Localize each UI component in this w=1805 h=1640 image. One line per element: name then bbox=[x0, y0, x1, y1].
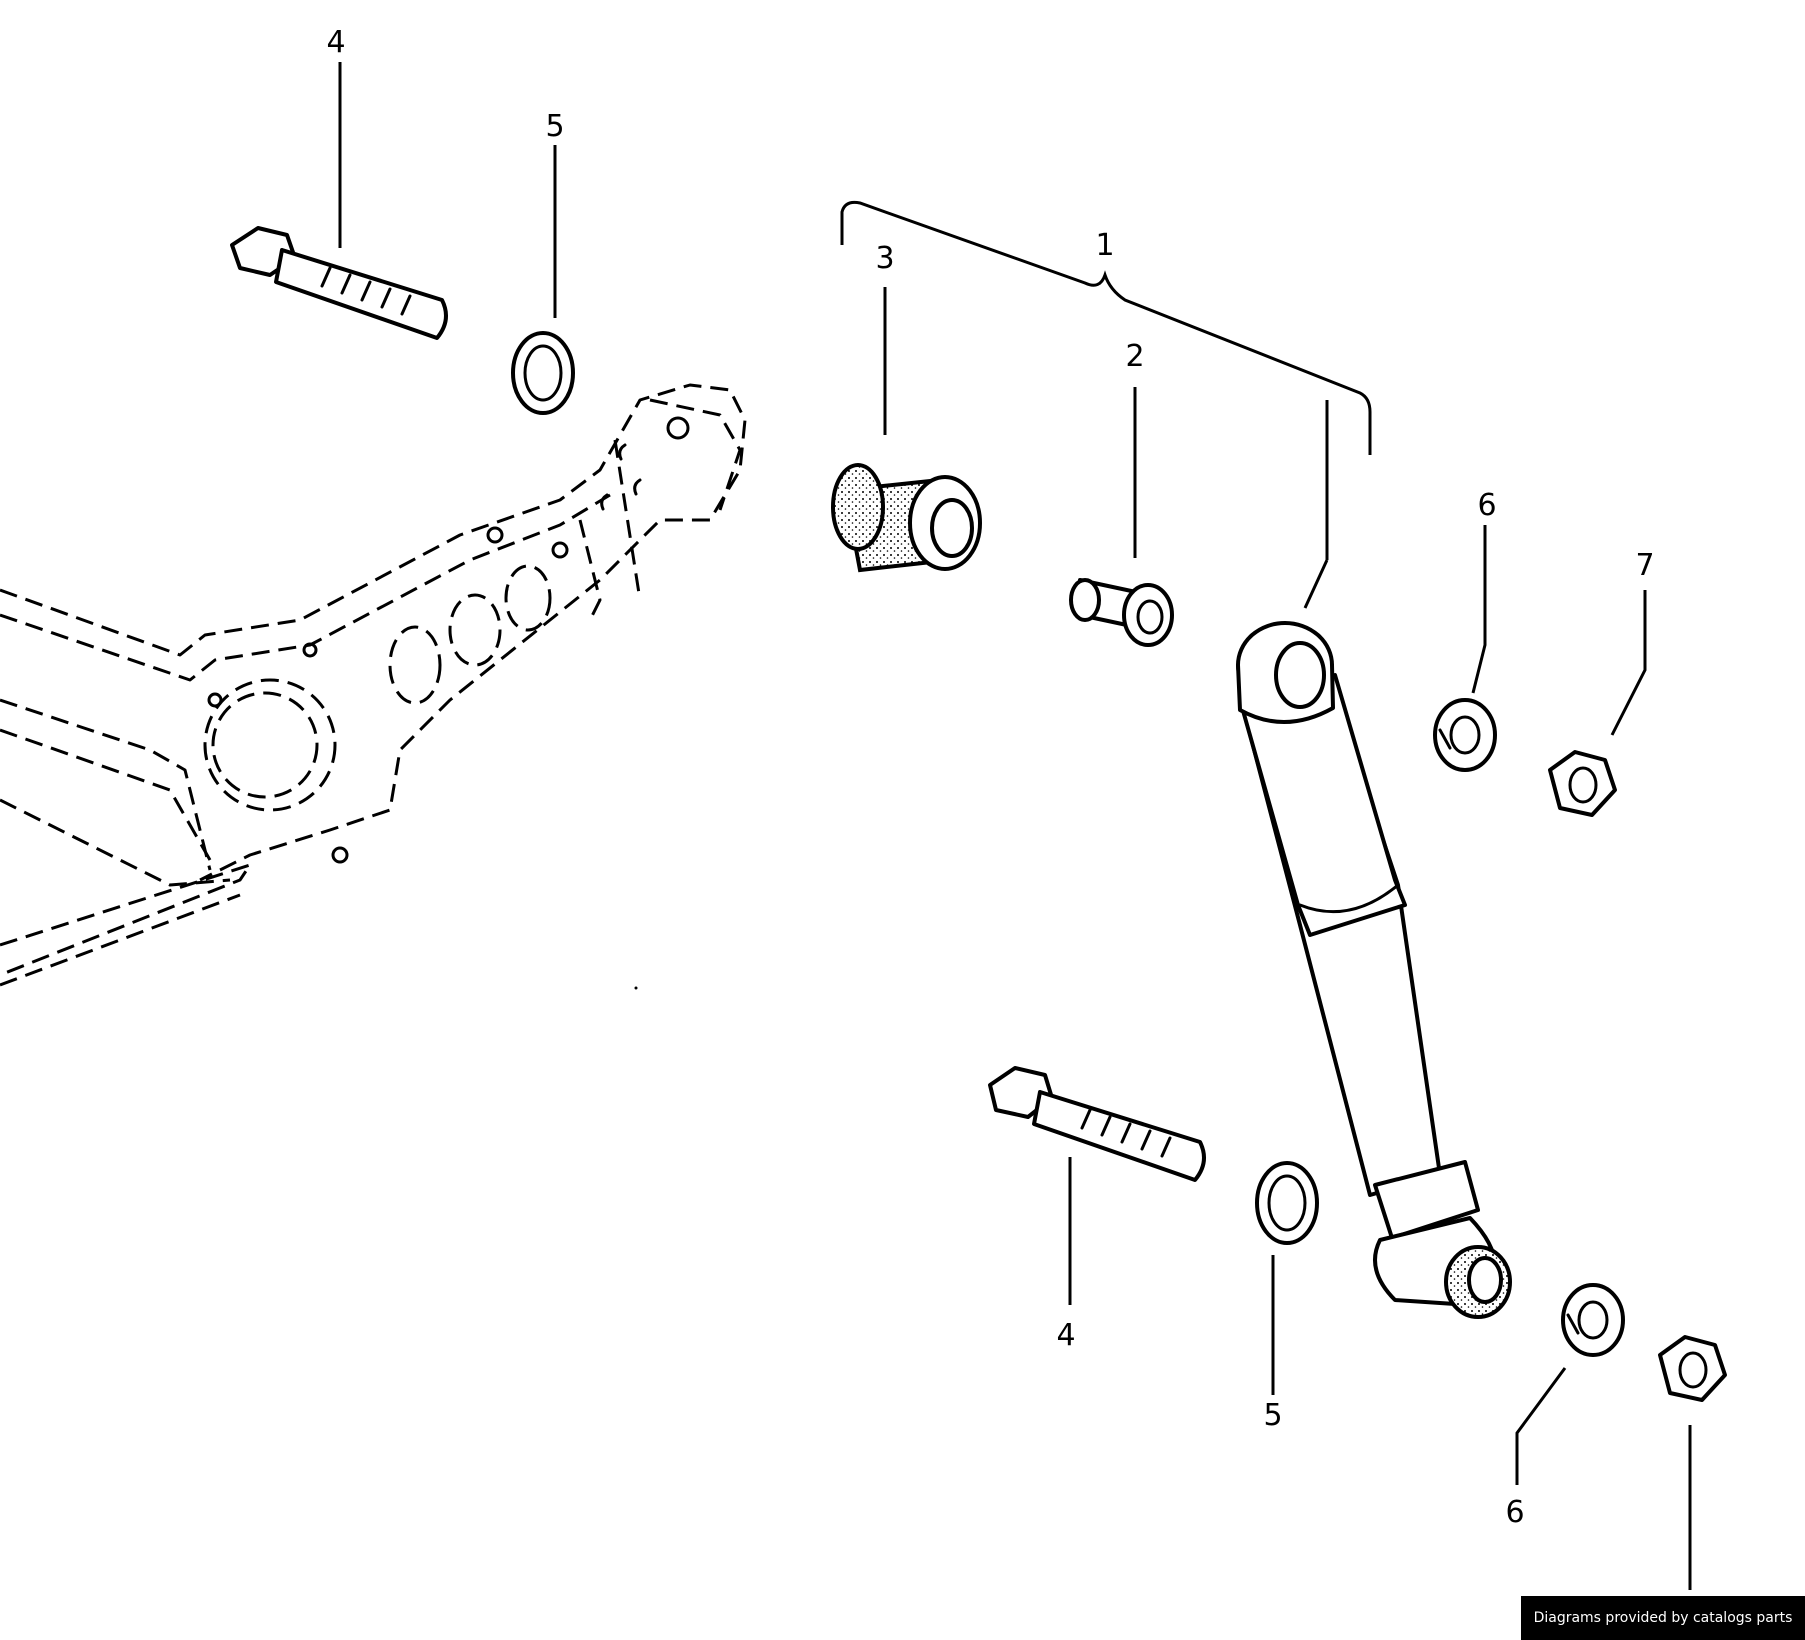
shock-absorber bbox=[1236, 621, 1512, 1319]
metal-sleeve bbox=[1069, 578, 1174, 647]
credit-badge: Diagrams provided by catalogs parts bbox=[1521, 1596, 1805, 1640]
hex-nut-bottom bbox=[1658, 1335, 1727, 1402]
hex-bolt-top bbox=[230, 226, 448, 340]
spring-washer-bottom bbox=[1561, 1283, 1625, 1357]
callout-7-top: 7 bbox=[1635, 548, 1654, 583]
washer-bottom bbox=[1255, 1161, 1319, 1245]
rear-axle-beam-outline bbox=[0, 383, 747, 987]
callout-5-bottom: 5 bbox=[1263, 1398, 1282, 1433]
leader-lines bbox=[338, 62, 1692, 1590]
spring-washer-top bbox=[1433, 698, 1497, 772]
hex-nut-top bbox=[1548, 750, 1617, 817]
washer-top bbox=[511, 331, 575, 415]
callout-1: 1 bbox=[1095, 228, 1114, 263]
hex-bolt-bottom bbox=[988, 1066, 1206, 1182]
callout-4-top: 4 bbox=[326, 25, 345, 60]
rubber-bushing bbox=[831, 463, 982, 573]
callout-6-bottom: 6 bbox=[1505, 1495, 1524, 1530]
callout-6-top: 6 bbox=[1477, 488, 1496, 523]
callout-3: 3 bbox=[875, 241, 894, 276]
callout-labels: 4 5 1 3 2 6 7 4 5 6 7 bbox=[326, 25, 1699, 1628]
callout-4-bottom: 4 bbox=[1056, 1318, 1075, 1353]
callout-5-top: 5 bbox=[545, 109, 564, 144]
callout-2: 2 bbox=[1125, 339, 1144, 374]
assembly-bracket bbox=[840, 200, 1372, 455]
